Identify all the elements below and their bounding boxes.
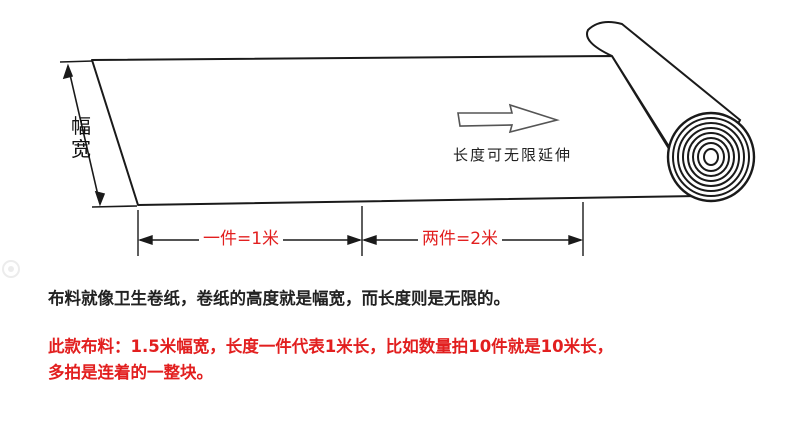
two-piece-label: 两件=2米	[418, 231, 503, 248]
explanation-text: 布料就像卫生卷纸，卷纸的高度就是幅宽，而长度则是无限的。	[48, 289, 510, 308]
product-note-line-1: 此款布料：1.5米幅宽，长度一件代表1米长，比如数量拍10件就是10米长，	[48, 337, 614, 356]
length-label: 长度可无限延伸	[453, 146, 573, 164]
watermark-icon	[2, 260, 20, 278]
width-label-char-1: 幅	[71, 114, 91, 138]
width-dimension	[59, 60, 138, 208]
width-label-char-2: 宽	[71, 137, 91, 161]
fabric-sheet	[91, 55, 699, 206]
one-piece-label: 一件=1米	[199, 231, 284, 248]
roll-end	[666, 111, 756, 203]
length-arrow	[457, 103, 560, 134]
width-label: 幅 宽	[70, 115, 92, 161]
product-note-line-2: 多拍是连着的一整块。	[48, 363, 213, 382]
